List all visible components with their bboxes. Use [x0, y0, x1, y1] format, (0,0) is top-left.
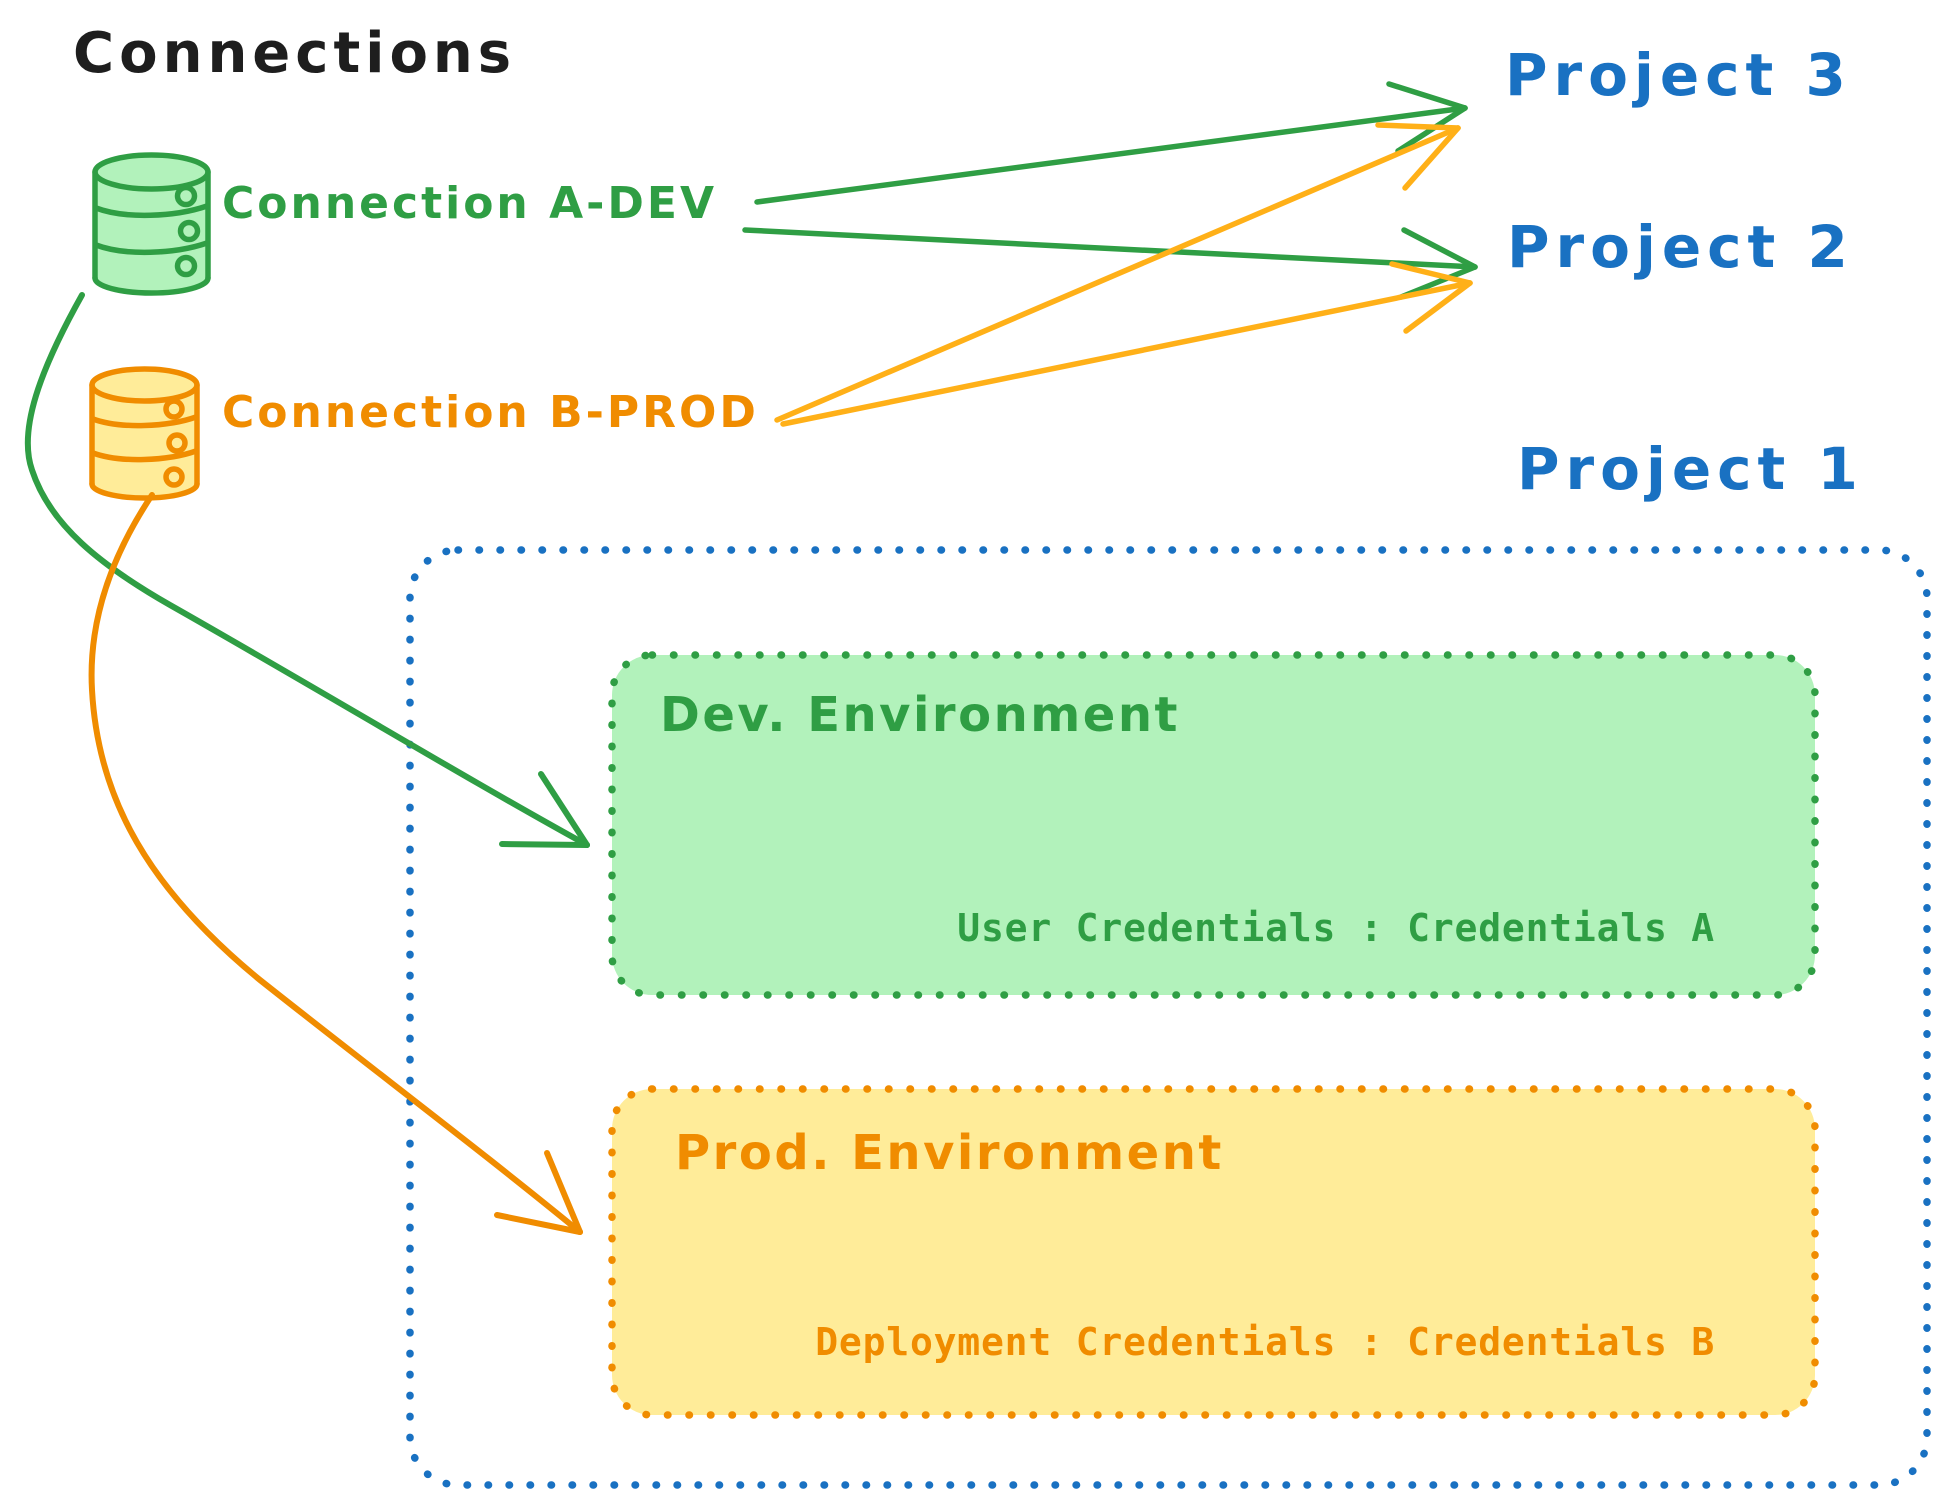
dev-environment-box — [608, 651, 1819, 999]
prod-environment-label: Prod. Environment — [675, 1125, 1224, 1181]
project-2-label: Project 2 — [1507, 213, 1854, 281]
arrow-a-dev-to-project-2 — [742, 227, 1478, 300]
arrow-b-prod-to-project-3 — [774, 122, 1461, 423]
diagram-title: Connections — [73, 21, 517, 86]
prod-credentials-text: Deployment Credentials : Credentials B — [815, 1320, 1715, 1364]
arrow-a-dev-to-dev-environment — [24, 292, 590, 848]
connection-a-dev-label: Connection A-DEV — [222, 178, 718, 229]
arrow-b-prod-to-prod-environment — [88, 492, 583, 1235]
database-icon-b-prod — [89, 366, 200, 501]
project-3-label: Project 3 — [1505, 41, 1852, 109]
dev-environment-label: Dev. Environment — [660, 687, 1180, 743]
arrow-b-prod-to-project-2 — [780, 261, 1473, 427]
database-icon-a-dev — [92, 152, 211, 296]
project-1-label: Project 1 — [1517, 435, 1864, 503]
arrow-a-dev-to-project-3 — [754, 81, 1468, 205]
connection-b-prod-label: Connection B-PROD — [222, 387, 759, 438]
project-1-boundary — [406, 546, 1931, 1489]
dev-credentials-text: User Credentials : Credentials A — [957, 906, 1715, 950]
prod-environment-box — [608, 1085, 1819, 1419]
